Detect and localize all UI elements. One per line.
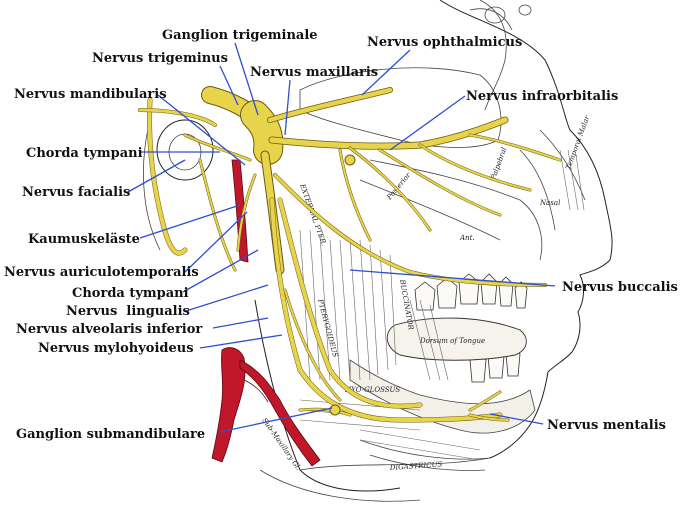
tongue-label: Dorsum of Tongue — [419, 337, 485, 345]
label-nervus-facialis: Nervus facialis — [22, 185, 130, 200]
leader-kaumuskelaste — [139, 204, 241, 239]
leader-nervus-facialis — [127, 159, 186, 193]
leader-nervus-lingualis — [185, 284, 269, 312]
leader-ganglion-trigeminale — [234, 42, 259, 116]
label-nervus-mentalis: Nervus mentalis — [547, 418, 666, 433]
leader-nervus-mandibularis — [157, 94, 246, 166]
leader-nervus-mentalis — [489, 413, 544, 425]
muscles — [299, 149, 585, 461]
nerve-network — [138, 86, 562, 423]
ext-pter-label: EXTERNAL PTER. — [298, 182, 328, 247]
leader-nervus-infraorbitalis — [389, 95, 466, 151]
label-nervus-mylohyoideus: Nervus mylohyoideus — [38, 341, 194, 356]
label-nervus-ophthalmicus: Nervus ophthalmicus — [367, 35, 522, 50]
palpebral-label: Palpebral — [489, 146, 508, 181]
leader-nervus-mylohyoideus — [199, 334, 283, 349]
label-nervus-trigeminus: Nervus trigeminus — [92, 51, 228, 66]
label-ganglion-trigeminale: Ganglion trigeminale — [162, 28, 318, 43]
leader-lines — [127, 42, 556, 433]
leader-nervus-auriculotemporalis — [184, 211, 248, 273]
label-ganglion-submandibulare: Ganglion submandibulare — [16, 427, 205, 442]
leader-nervus-trigeminus — [219, 65, 239, 106]
label-nervus-lingualis: Nervus lingualis — [66, 304, 190, 319]
posterior-label: Posterior — [385, 171, 413, 202]
temporal-malar-label: Temporal Malar — [564, 114, 591, 171]
label-nervus-auriculotemporalis: Nervus auriculotemporalis — [4, 265, 199, 280]
tongue: Dorsum of Tongue — [386, 317, 527, 361]
digastricus-label: DIGASTRICUS — [389, 460, 443, 472]
pterygoideus-label: PTERYGOIDEUS — [316, 297, 339, 358]
labels: Ganglion trigeminale Nervus trigeminus N… — [4, 28, 678, 442]
leader-nervus-alveolaris-inferior — [212, 317, 269, 329]
artery — [211, 159, 321, 467]
leader-ganglion-submandibulare — [219, 407, 333, 433]
label-nervus-maxillaris: Nervus maxillaris — [250, 65, 378, 80]
label-chorda-tympani-bottom: Chorda tympani — [72, 286, 189, 301]
leader-nervus-ophthalmicus — [361, 49, 411, 96]
leader-nervus-buccalis — [349, 269, 556, 287]
leader-nervus-maxillaris — [284, 79, 291, 136]
label-kaumuskelaste: Kaumuskeläste — [28, 232, 140, 247]
nasal-label: Nasal — [539, 199, 560, 207]
hyoglossus-label: HYO-GLOSSUS — [344, 386, 400, 394]
label-chorda-tympani-top: Chorda tympani — [26, 146, 143, 161]
label-nervus-buccalis: Nervus buccalis — [562, 280, 678, 295]
label-nervus-infraorbitalis: Nervus infraorbitalis — [466, 89, 618, 104]
ant-label: Ant. — [459, 234, 475, 242]
label-nervus-alveolaris-inferior: Nervus alveolaris inferior — [16, 322, 202, 337]
label-nervus-mandibularis: Nervus mandibularis — [14, 87, 167, 102]
teeth — [414, 273, 528, 383]
leader-chorda-tympani-bottom — [182, 249, 259, 293]
